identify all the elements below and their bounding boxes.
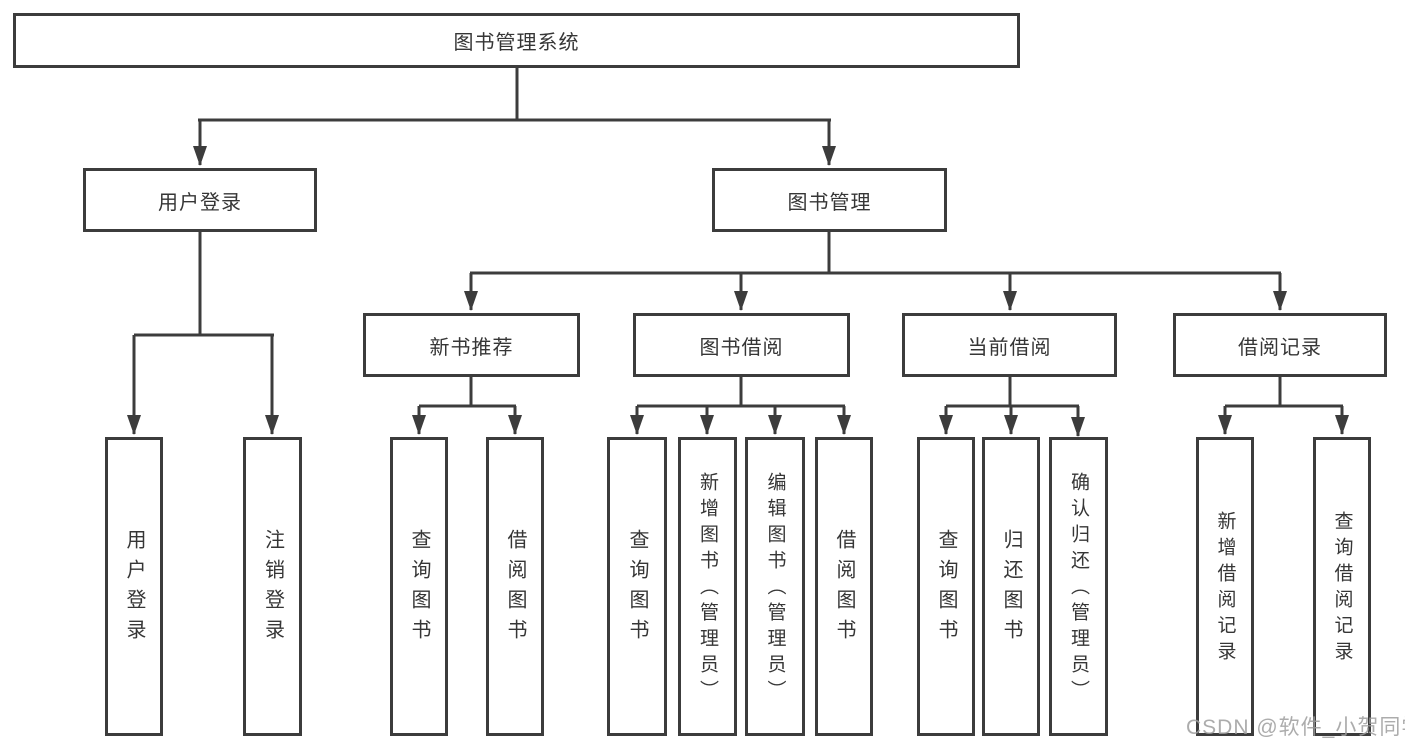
leaf-query-borrowing-record: 查询借阅记录 [1313, 437, 1371, 736]
leaf-borrow-books-borrowing: 借阅图书 [815, 437, 873, 736]
edge-current-spine [946, 377, 1079, 408]
node-current-borrowing: 当前借阅 [902, 313, 1117, 377]
node-book-management: 图书管理 [712, 168, 947, 232]
leaf-query-books-borrowing: 查询图书 [607, 437, 667, 736]
leaf-return-books: 归还图书 [982, 437, 1040, 736]
leaf-user-login: 用户登录 [105, 437, 163, 736]
leaf-confirm-return-admin: 确认归还（管理员） [1049, 437, 1108, 736]
node-book-borrowing: 图书借阅 [633, 313, 850, 377]
leaf-edit-books-admin: 编辑图书（管理员） [745, 437, 805, 736]
leaf-logout: 注销登录 [243, 437, 302, 736]
node-root-system: 图书管理系统 [13, 13, 1020, 68]
leaf-add-borrowing-record: 新增借阅记录 [1196, 437, 1254, 736]
leaf-query-books-recommend: 查询图书 [390, 437, 448, 736]
leaf-add-books-admin: 新增图书（管理员） [678, 437, 737, 736]
edge-newbook-spine [419, 377, 516, 408]
node-borrowing-records: 借阅记录 [1173, 313, 1387, 377]
edge-borrow-spine [637, 377, 845, 408]
leaf-borrow-books-recommend: 借阅图书 [486, 437, 544, 736]
edge-user-login-spine [134, 232, 274, 337]
edge-records-spine [1225, 377, 1343, 408]
csdn-watermark: CSDN @软件_小贺同学 [1186, 716, 1405, 739]
edge-root-spine [198, 67, 831, 122]
edge-book-mgmt-spine [470, 232, 1281, 275]
node-new-book-recommendation: 新书推荐 [363, 313, 580, 377]
leaf-query-books-current: 查询图书 [917, 437, 975, 736]
node-user-login: 用户登录 [83, 168, 317, 232]
